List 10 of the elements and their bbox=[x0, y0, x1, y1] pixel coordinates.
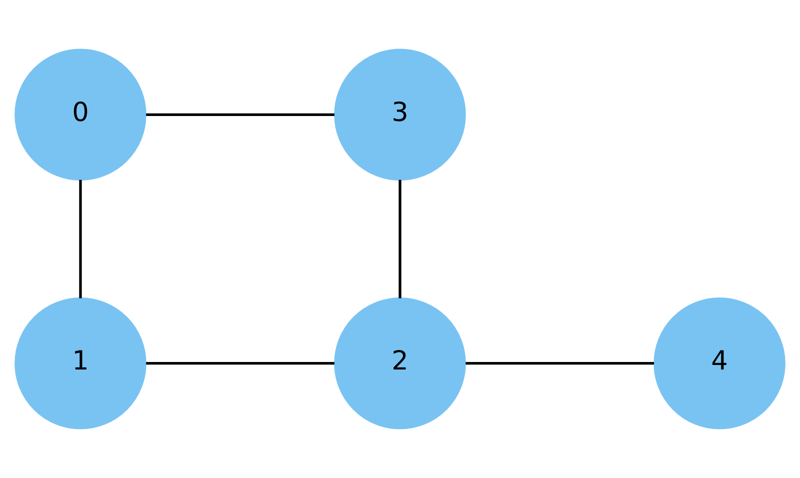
connector bbox=[79, 180, 82, 298]
node-circle: 1 bbox=[14, 297, 146, 430]
connector bbox=[466, 362, 654, 365]
connector bbox=[146, 362, 334, 365]
node-circle: 3 bbox=[334, 48, 466, 181]
node-circle: 4 bbox=[654, 297, 786, 430]
node-circle: 0 bbox=[14, 48, 146, 181]
connector bbox=[398, 180, 402, 298]
node-circle: 2 bbox=[334, 297, 466, 430]
connector bbox=[146, 113, 334, 116]
